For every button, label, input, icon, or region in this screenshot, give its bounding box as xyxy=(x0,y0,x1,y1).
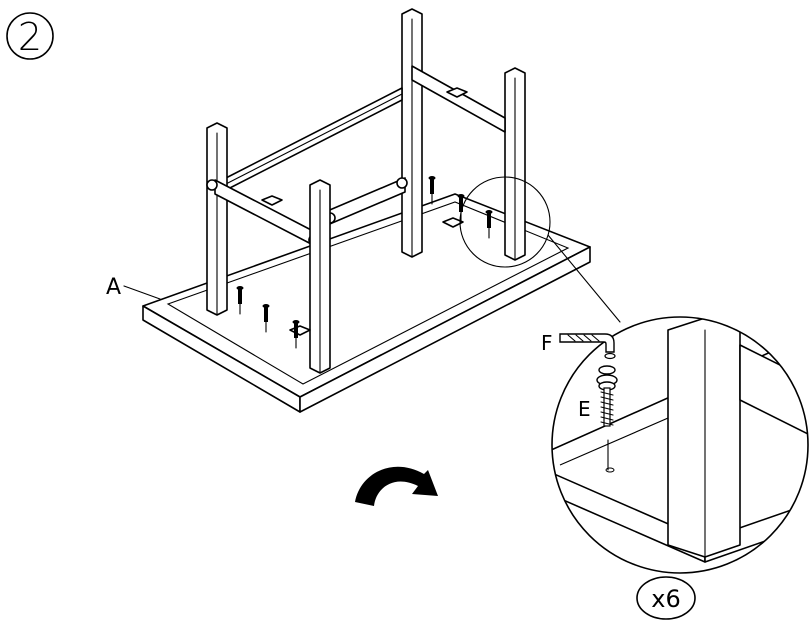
step-badge: 2 xyxy=(6,12,54,60)
bolt-icon xyxy=(596,365,618,427)
label-e: E xyxy=(578,397,591,421)
detail-callout-circle xyxy=(459,176,551,268)
flip-arrow-icon xyxy=(355,466,438,506)
allen-key-icon xyxy=(559,333,616,360)
label-a: A xyxy=(106,275,121,300)
detail-zoom-view xyxy=(551,316,809,574)
step-number: 2 xyxy=(18,15,42,59)
screw-group-right xyxy=(428,176,493,239)
table-frame xyxy=(206,8,526,374)
quantity-label: x6 xyxy=(651,585,680,613)
tabletop xyxy=(142,193,591,413)
label-f: F xyxy=(541,331,553,355)
quantity-badge: x6 xyxy=(636,576,696,620)
screw-group-left xyxy=(236,286,300,349)
